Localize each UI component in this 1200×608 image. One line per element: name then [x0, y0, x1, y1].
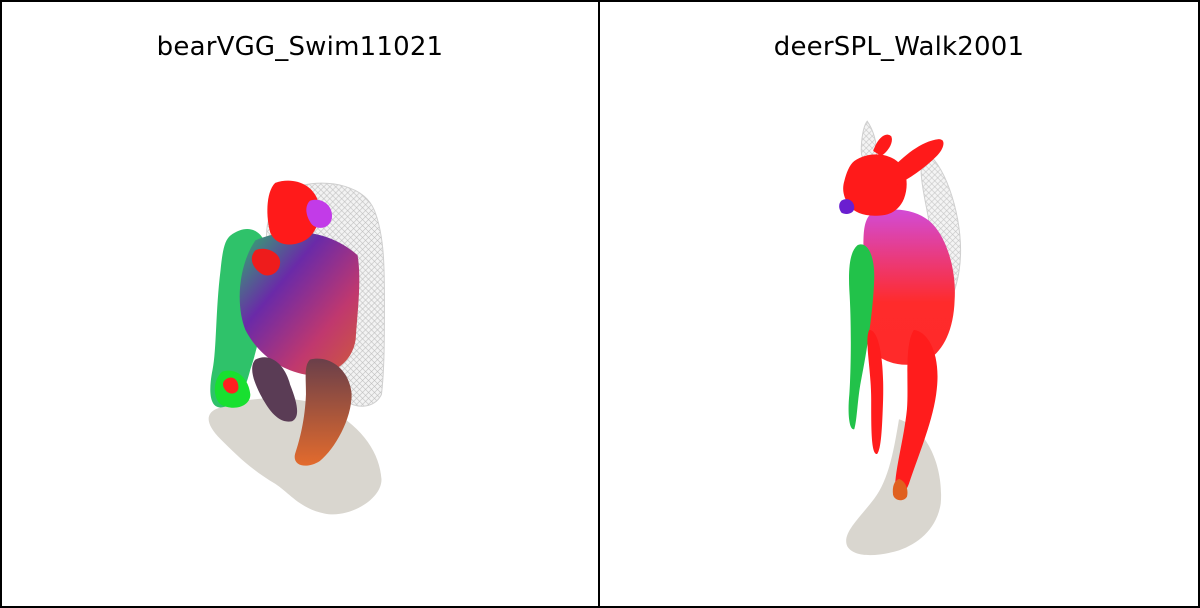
deer-body — [848, 209, 955, 501]
right-panel: deerSPL_Walk2001 — [600, 0, 1200, 608]
deer-render — [839, 120, 962, 556]
left-panel: bearVGG_Swim11021 — [0, 0, 600, 608]
bear-render — [208, 180, 385, 515]
panel-title-bear: bearVGG_Swim11021 — [156, 32, 444, 62]
deer-head — [839, 134, 944, 216]
panel-title-deer: deerSPL_Walk2001 — [773, 32, 1025, 62]
bear-head — [222, 180, 333, 394]
